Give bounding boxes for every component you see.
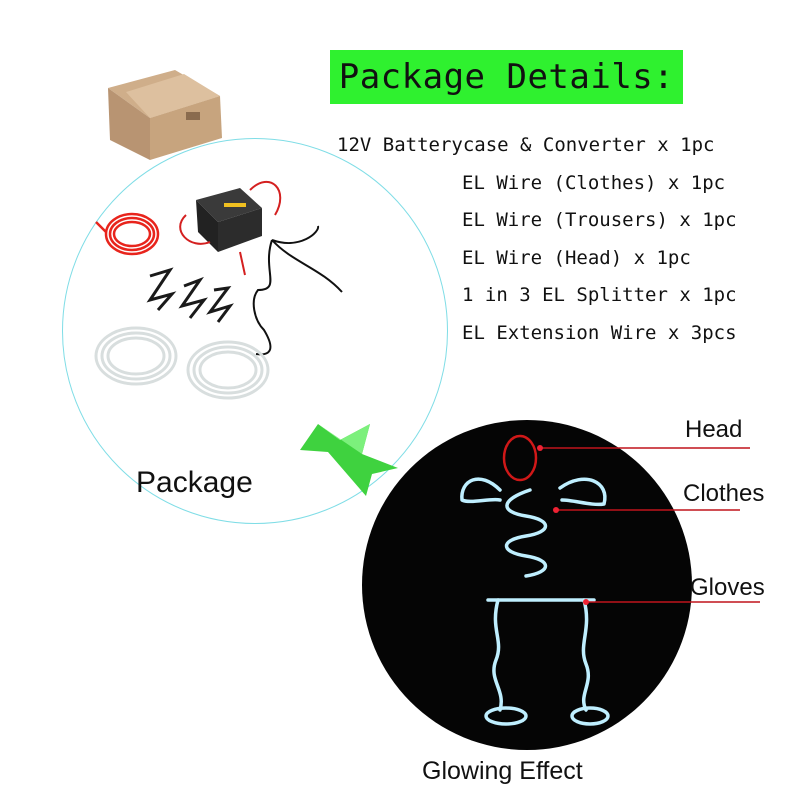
package-item-battery: 12V Batterycase & Converter x 1pc <box>337 134 715 156</box>
splitter-cable-icon <box>252 225 343 356</box>
package-item-trousers: EL Wire (Trousers) x 1pc <box>462 209 737 231</box>
package-item-splitter: 1 in 3 EL Splitter x 1pc <box>462 284 737 306</box>
callout-gloves: Gloves <box>690 574 765 601</box>
package-item-clothes: EL Wire (Clothes) x 1pc <box>462 172 726 194</box>
callout-head: Head <box>685 416 743 443</box>
cardboard-box-icon <box>108 70 222 160</box>
white-wire-coil-icon <box>94 326 270 400</box>
glowing-effect-caption: Glowing Effect <box>422 757 583 785</box>
package-caption: Package <box>136 466 253 499</box>
package-item-extension: EL Extension Wire x 3pcs <box>462 322 737 344</box>
red-wire-coil-icon <box>95 212 160 256</box>
extension-wires-icon <box>146 267 234 323</box>
glowing-effect-photo <box>362 420 692 750</box>
page-title: Package Details: <box>330 50 683 104</box>
package-item-head: EL Wire (Head) x 1pc <box>462 247 691 269</box>
callout-clothes: Clothes <box>683 480 765 507</box>
battery-case-icon <box>179 180 282 276</box>
